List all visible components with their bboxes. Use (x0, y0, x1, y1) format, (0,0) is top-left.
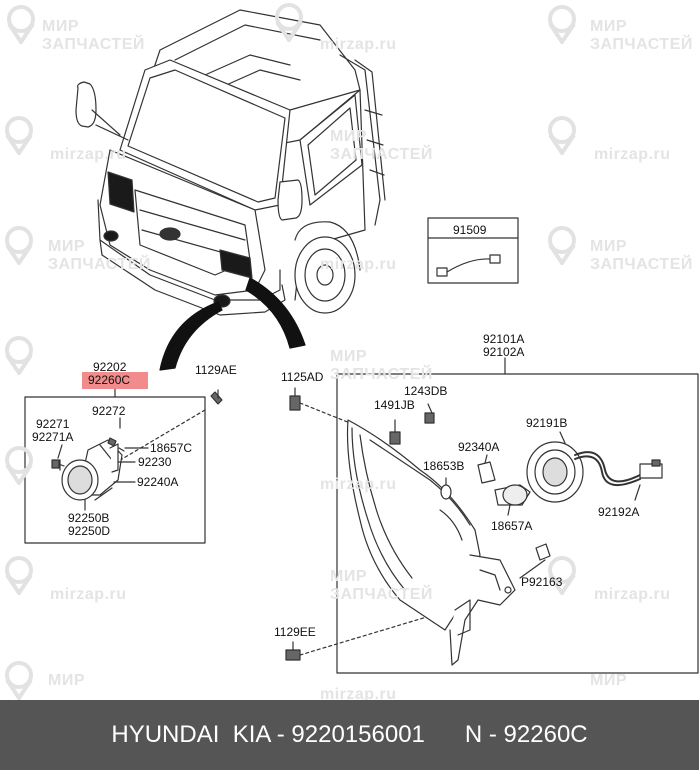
watermark-domain: mirzap.ru (320, 476, 397, 493)
watermark-pin-icon (5, 661, 33, 700)
part-label-18653B: 18653B (423, 459, 465, 473)
watermark-pin-icon (548, 116, 576, 155)
bulb-18657A (494, 484, 531, 516)
watermark-brand-1: МИР (42, 18, 79, 35)
watermark-brand-1: МИР (590, 238, 627, 255)
part-label-92272: 92272 (92, 404, 126, 418)
fog-lamp-drawing (61, 439, 123, 501)
part-label-18657C: 18657C (150, 441, 193, 455)
watermark-brand-2: ЗАПЧАСТЕЙ (330, 366, 433, 383)
part-label-92101A: 92101A (483, 332, 525, 346)
part-label-92250D: 92250D (68, 524, 111, 538)
watermark-brand-2: ЗАПЧАСТЕЙ (590, 256, 693, 273)
watermark-brand-1: МИР (330, 568, 367, 585)
part-label-92271: 92271 (36, 417, 70, 431)
watermark-pin-icon (548, 556, 576, 595)
part-label-92230: 92230 (138, 455, 172, 469)
part-label-92340A: 92340A (458, 440, 500, 454)
watermark-brand-2: ЗАПЧАСТЕЙ (330, 586, 433, 603)
headlamp-drawing (346, 419, 516, 666)
watermark-brand-1: МИР (330, 348, 367, 365)
part-label-92191B: 92191B (526, 416, 568, 430)
watermark-pin-icon (275, 3, 303, 42)
footer-bar: HYUNDAI KIA - 9220156001 N - 92260C (0, 700, 699, 770)
watermark-brand-2: ЗАПЧАСТЕЙ (48, 256, 151, 273)
diagram-drawing (24, 9, 699, 674)
watermark-brand-1: МИР (590, 18, 627, 35)
part-label-91509: 91509 (453, 223, 487, 237)
part-label-92192A: 92192A (598, 505, 640, 519)
watermark-pin-icon (5, 336, 33, 375)
part-label-1129AE: 1129AE (195, 363, 237, 377)
watermark-domain: mirzap.ru (320, 256, 397, 273)
watermark-pin-icon (7, 5, 35, 44)
watermark-brand-2: ЗАПЧАСТЕЙ (42, 36, 145, 53)
part-label-92202: 92202 (93, 360, 127, 374)
part-label-1243DB: 1243DB (404, 384, 448, 398)
parts-diagram: МИР ЗАПЧАСТЕЙ mirzap.ru МИР ЗАПЧАСТЕЙ mi… (5, 3, 699, 703)
watermark-brand-1: МИР (48, 672, 85, 689)
watermark-domain: mirzap.ru (50, 586, 127, 603)
watermark-pin-icon (5, 556, 33, 595)
watermark-pin-icon (5, 116, 33, 155)
headlamp-box (285, 357, 699, 674)
watermark-brand-1: МИР (590, 672, 627, 689)
watermark-domain: mirzap.ru (50, 146, 127, 163)
bulb-socket-92191B (526, 431, 663, 503)
part-label-1129EE: 1129EE (274, 625, 316, 639)
watermark-domain: mirzap.ru (594, 146, 671, 163)
watermark-domain: mirzap.ru (594, 586, 671, 603)
part-label-1491JB: 1491JB (374, 398, 415, 412)
watermark-domain: mirzap.ru (320, 686, 397, 703)
watermark-domain: mirzap.ru (320, 36, 397, 53)
watermark-pin-icon (548, 226, 576, 265)
watermark-brand-2: ЗАПЧАСТЕЙ (330, 146, 433, 163)
part-label-92250B: 92250B (68, 511, 110, 525)
truck-cab-drawing (75, 9, 386, 371)
watermark-pin-icon (5, 446, 33, 485)
part-label-92260C-highlight: 92260C (82, 372, 148, 389)
connector-91509-box (427, 217, 519, 284)
part-label-1125AD: 1125AD (281, 370, 324, 384)
part-label-92102A: 92102A (483, 345, 525, 359)
watermark-brand-2: ЗАПЧАСТЕЙ (590, 36, 693, 53)
part-label-92271A: 92271A (32, 430, 74, 444)
part-label-92240A: 92240A (137, 475, 179, 489)
fog-lamp-box (24, 387, 223, 544)
part-label-18657A: 18657A (491, 519, 533, 533)
watermark-pin-icon (548, 5, 576, 44)
watermark-pin-icon (5, 226, 33, 265)
part-label-P92163: P92163 (521, 575, 563, 589)
watermark-brand-1: МИР (330, 128, 367, 145)
watermark-brand-1: МИР (48, 238, 85, 255)
footer-part-numbers: HYUNDAI KIA - 9220156001 N - 92260C (111, 721, 588, 748)
